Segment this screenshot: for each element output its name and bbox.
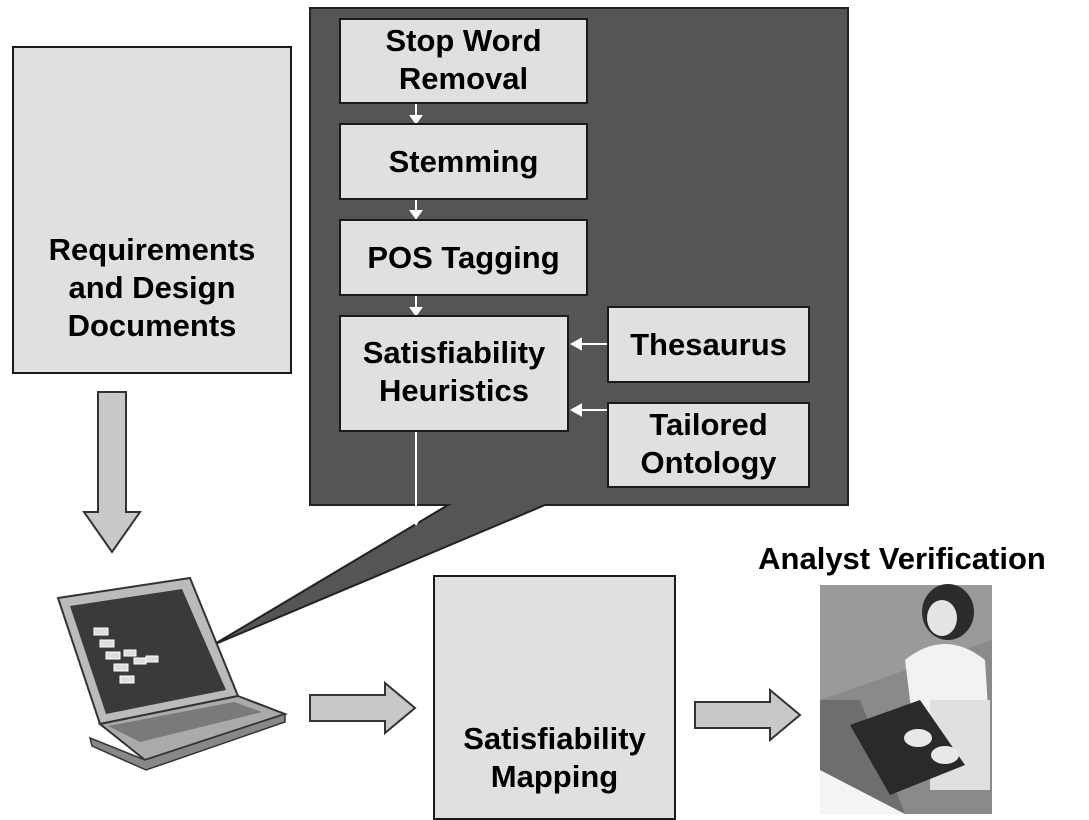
source-label: Tailored Ontology bbox=[640, 407, 777, 480]
step-label: POS Tagging bbox=[367, 240, 560, 275]
source-thesaurus: Thesaurus bbox=[607, 306, 810, 383]
mapping-label: Satisfiability Mapping bbox=[463, 721, 646, 794]
right-block-arrow-2 bbox=[694, 687, 802, 743]
down-block-arrow bbox=[82, 391, 142, 554]
source-tailored-ontology: Tailored Ontology bbox=[607, 402, 810, 488]
step-label: Stop Word Removal bbox=[385, 23, 542, 96]
step-stop-word-removal: Stop Word Removal bbox=[339, 18, 588, 104]
step-pos-tagging: POS Tagging bbox=[339, 219, 588, 296]
step-satisfiability-heuristics: Satisfiability Heuristics bbox=[339, 315, 569, 432]
step-label: Stemming bbox=[388, 144, 539, 179]
source-label: Thesaurus bbox=[630, 327, 787, 362]
analyst-picture bbox=[820, 584, 992, 814]
step-stemming: Stemming bbox=[339, 123, 588, 200]
laptop-icon bbox=[56, 576, 288, 771]
documents-box: Requirements and Design Documents bbox=[12, 46, 292, 374]
verification-title: Analyst Verification bbox=[758, 541, 1046, 576]
documents-label: Requirements and Design Documents bbox=[48, 232, 256, 343]
step-label: Satisfiability Heuristics bbox=[362, 335, 546, 408]
pipeline-arrows bbox=[408, 104, 607, 526]
mapping-box: Satisfiability Mapping bbox=[433, 575, 676, 820]
right-block-arrow-1 bbox=[309, 680, 417, 736]
